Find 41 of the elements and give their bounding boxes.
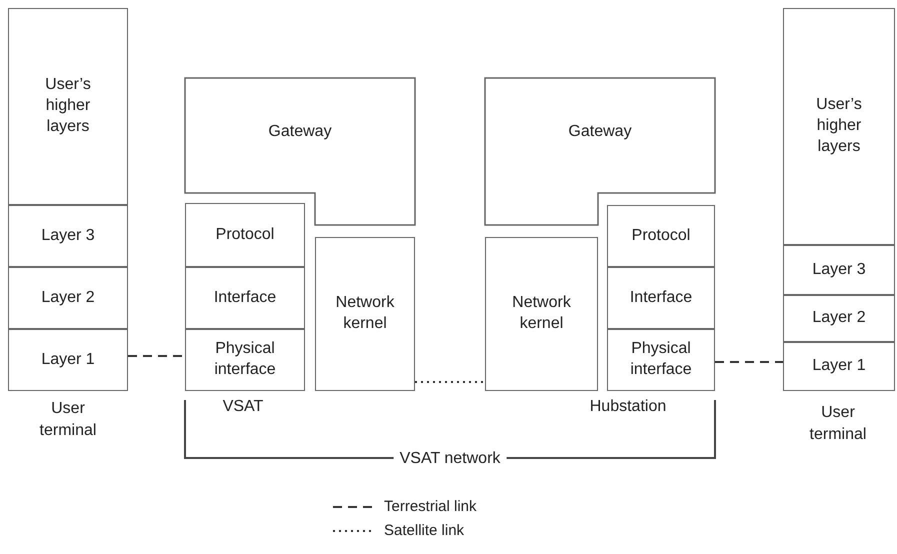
layer-box [783, 295, 895, 342]
box-label: Layer 3 [41, 226, 95, 246]
box-label: Layer 2 [812, 308, 866, 328]
layer-box [185, 267, 305, 329]
box-label: Interface [630, 288, 692, 308]
box-label: Layer 1 [812, 356, 866, 376]
box-label: User’s higher layers [815, 95, 863, 157]
layer-box [783, 342, 895, 391]
box-label: Physical interface [629, 339, 693, 380]
layer-box [185, 329, 305, 391]
link-line [715, 361, 783, 363]
gateway-block [185, 78, 415, 225]
layer-box [607, 267, 715, 329]
link-line [415, 381, 485, 383]
box-label: Physical interface [213, 339, 277, 380]
box-label: Layer 1 [41, 350, 95, 370]
layer-box [8, 205, 128, 267]
box-label: Network kernel [511, 293, 572, 334]
layer-box [783, 8, 895, 245]
layer-box [8, 267, 128, 329]
legend-label: Terrestrial link [384, 498, 477, 515]
layer-box [185, 203, 305, 267]
layer-box [783, 245, 895, 295]
link-line [128, 355, 185, 357]
box-label: Interface [214, 288, 276, 308]
layer-box [8, 8, 128, 205]
box-label: Network kernel [334, 293, 396, 334]
layer-box [8, 329, 128, 391]
box-label: Protocol [216, 224, 274, 245]
layer-box [607, 329, 715, 391]
layer-box [315, 237, 415, 391]
layer-box [485, 237, 598, 391]
layer-box [607, 205, 715, 267]
legend-label: Satellite link [384, 522, 464, 539]
box-label: Protocol [632, 226, 690, 246]
box-label: User’s higher layers [44, 75, 92, 137]
box-label: Layer 2 [41, 288, 95, 308]
box-label: Gateway [568, 122, 632, 142]
box-label: Layer 3 [812, 260, 866, 280]
box-label: Gateway [268, 122, 332, 142]
gateway-block [485, 78, 715, 225]
